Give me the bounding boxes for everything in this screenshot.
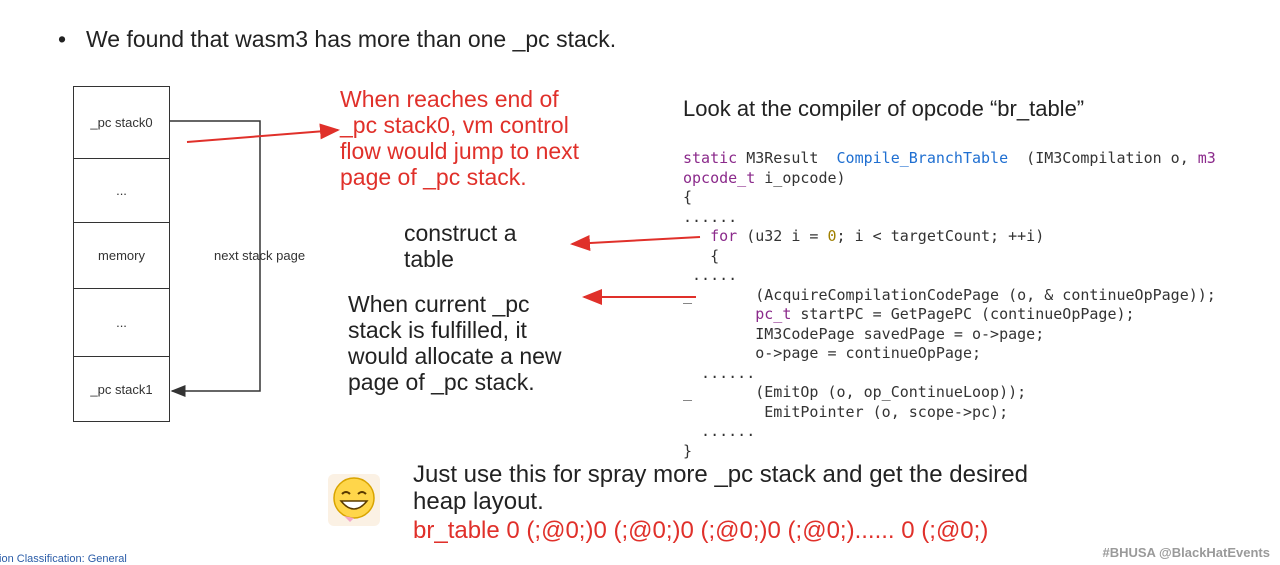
compiler-heading: Look at the compiler of opcode “br_table… [683, 96, 1085, 121]
bullet-text: We found that wasm3 has more than one _p… [86, 26, 617, 52]
stack-cell-pc-stack0: _pc stack0 [74, 87, 169, 159]
code-block: static M3Result Compile_BranchTable (IM3… [683, 149, 1216, 460]
stack-cell-ellipsis-2: ... [74, 289, 169, 357]
jump-note: When reaches end of _pc stack0, vm contr… [340, 86, 580, 190]
construct-table-note: construct a table [404, 220, 517, 272]
stack-cell-memory: memory [74, 223, 169, 289]
spray-description: Just use this for spray more _pc stack a… [413, 461, 1028, 515]
fulfilled-note: When current _pc stack is fulfilled, it … [348, 291, 562, 395]
br-table-example: br_table 0 (;@0;)0 (;@0;)0 (;@0;)0 (;@0;… [413, 517, 989, 544]
next-stack-page-connector [170, 120, 261, 397]
bhusa-tag: #BHUSA @BlackHatEvents [1102, 545, 1270, 560]
bullet-text-line: • We found that wasm3 has more than one _… [58, 26, 616, 53]
classification-footer: tion Classification: General [0, 553, 127, 565]
stack-cell-pc-stack1: _pc stack1 [90, 381, 153, 397]
stack-cell-ellipsis-1: ... [74, 159, 169, 223]
arrow-to-construct-note [570, 235, 701, 252]
laughing-face-icon [328, 474, 380, 526]
bullet-dot-icon: • [58, 26, 67, 52]
pc-stack-diagram: _pc stack0 ... memory ... _pc stack1 [73, 86, 170, 422]
arrow-to-jump-note [186, 123, 340, 143]
